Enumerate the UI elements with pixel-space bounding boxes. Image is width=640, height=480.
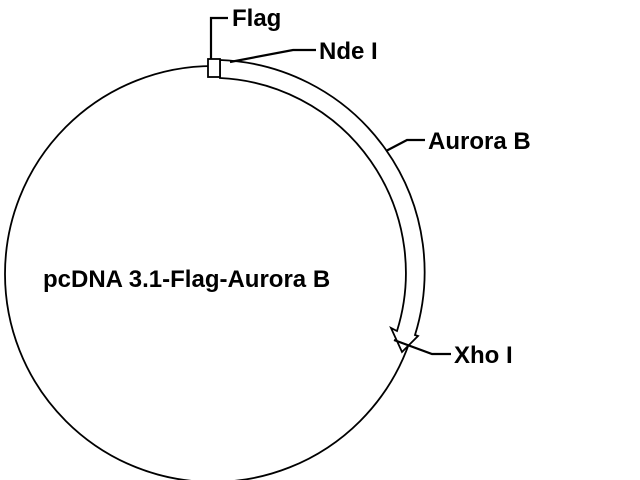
xho-site-label: Xho I bbox=[454, 342, 513, 369]
flag-label: Flag bbox=[232, 5, 281, 32]
plasmid-name: pcDNA 3.1-Flag-Aurora B bbox=[43, 266, 330, 293]
nde-site-label: Nde I bbox=[319, 38, 378, 65]
aurora-b-label: Aurora B bbox=[428, 128, 531, 155]
aurora-b-insert-arrow bbox=[219, 59, 426, 354]
aurora-b-leader-line bbox=[385, 138, 425, 152]
flag-tag-box bbox=[207, 58, 221, 78]
nde-site-leader-line bbox=[229, 48, 316, 64]
xho-site-leader-line bbox=[393, 338, 451, 356]
flag-leader-line bbox=[209, 16, 228, 59]
